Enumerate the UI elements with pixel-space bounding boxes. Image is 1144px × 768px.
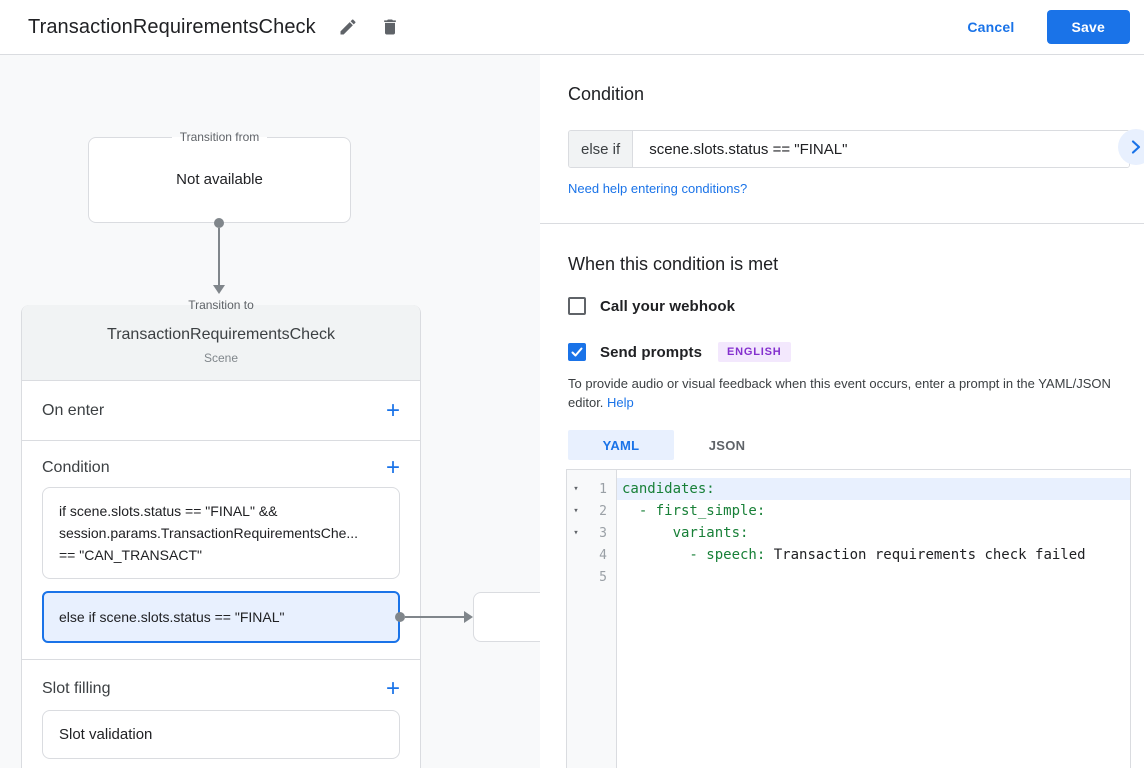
on-enter-section[interactable]: On enter +	[22, 381, 420, 441]
code-line-3: variants:	[617, 522, 1130, 544]
connector-line-vertical	[218, 228, 220, 285]
webhook-checkbox[interactable]	[568, 297, 586, 315]
main-layout: Transition from Not available Transition…	[0, 55, 1144, 768]
line-number: 1	[599, 481, 607, 497]
gutter-row: ▾ 3	[567, 522, 616, 544]
add-slot-icon[interactable]: +	[385, 675, 400, 702]
condition-inspector-panel: Condition else if Need help entering con…	[540, 55, 1144, 768]
title-actions	[338, 17, 400, 37]
webhook-row: Call your webhook	[568, 297, 1144, 315]
connector-dot-horizontal	[395, 612, 405, 622]
send-prompts-row: Send prompts ENGLISH	[568, 342, 1144, 362]
collapse-panel-button[interactable]	[1118, 129, 1144, 165]
condition-item-if[interactable]: if scene.slots.status == "FINAL" && sess…	[42, 487, 400, 579]
fold-arrow-icon[interactable]: ▾	[573, 484, 579, 494]
code-area[interactable]: candidates: - first_simple: variants: - …	[617, 470, 1130, 768]
gutter-row: 4	[567, 544, 616, 566]
transition-from-node: Transition from Not available	[88, 130, 351, 223]
scene-diagram-canvas: Transition from Not available Transition…	[0, 55, 540, 768]
condition-label: Condition	[42, 459, 110, 476]
condition-line: if scene.slots.status == "FINAL" &&	[59, 503, 278, 519]
slot-filling-section-head: Slot filling +	[42, 676, 400, 702]
connector-dot-vertical	[214, 218, 224, 228]
gutter-row: 5	[567, 566, 616, 588]
condition-line: session.params.TransactionRequirementsCh…	[59, 525, 359, 541]
editor-tabs: YAML JSON	[568, 430, 1144, 460]
condition-section-head: Condition +	[42, 455, 400, 481]
on-enter-label: On enter	[42, 401, 105, 419]
fold-arrow-icon[interactable]: ▾	[573, 506, 579, 516]
delete-trash-icon[interactable]	[380, 17, 400, 37]
tab-yaml[interactable]: YAML	[568, 430, 674, 460]
prompt-description: To provide audio or visual feedback when…	[568, 374, 1116, 412]
yaml-key: candidates:	[622, 481, 715, 497]
connector-arrow-right-icon	[464, 611, 473, 623]
yaml-key: variants:	[622, 525, 749, 541]
transition-from-content: Not available	[176, 170, 263, 188]
top-bar: TransactionRequirementsCheck Cancel Save	[0, 0, 1144, 55]
slot-item-validation[interactable]: Slot validation	[42, 710, 400, 759]
tab-json[interactable]: JSON	[708, 437, 746, 453]
add-on-enter-icon[interactable]: +	[385, 396, 400, 424]
code-line-5	[617, 566, 1130, 588]
language-badge: ENGLISH	[718, 342, 791, 362]
scene-type-label: Scene	[203, 351, 239, 365]
line-number: 3	[599, 525, 607, 541]
line-number: 5	[599, 569, 607, 585]
line-number: 4	[599, 547, 607, 563]
add-condition-icon[interactable]: +	[385, 454, 400, 481]
cancel-button[interactable]: Cancel	[955, 11, 1026, 43]
gutter-row: ▾ 2	[567, 500, 616, 522]
page-title: TransactionRequirementsCheck	[28, 15, 316, 38]
destination-scene-node[interactable]	[473, 592, 540, 642]
help-link[interactable]: Help	[607, 395, 634, 410]
section-divider	[540, 223, 1144, 224]
yaml-key: - first_simple:	[622, 503, 766, 519]
webhook-label: Call your webhook	[600, 297, 736, 315]
slot-filling-section: Slot filling + Slot validation Transacti…	[22, 660, 420, 768]
condition-item-elseif-selected[interactable]: else if scene.slots.status == "FINAL"	[42, 591, 400, 643]
scene-node-card: Transition to TransactionRequirementsChe…	[21, 298, 421, 768]
line-number: 2	[599, 503, 607, 519]
condition-line: else if scene.slots.status == "FINAL"	[59, 609, 285, 625]
save-button[interactable]: Save	[1046, 10, 1130, 44]
yaml-code-editor[interactable]: ▾ 1 ▾ 2 ▾ 3 4 5	[566, 469, 1131, 768]
edit-pencil-icon[interactable]	[338, 17, 358, 37]
condition-prefix: else if	[569, 131, 634, 167]
editor-gutter: ▾ 1 ▾ 2 ▾ 3 4 5	[567, 470, 617, 768]
checkmark-icon	[571, 347, 583, 357]
fold-arrow-icon[interactable]: ▾	[573, 528, 579, 538]
transition-to-label: Transition to	[188, 298, 254, 312]
condition-help-link[interactable]: Need help entering conditions?	[568, 181, 748, 196]
scene-name: TransactionRequirementsCheck	[107, 326, 335, 343]
condition-expression-row: else if	[568, 130, 1130, 168]
gutter-row: ▾ 1	[567, 478, 616, 500]
send-prompts-checkbox[interactable]	[568, 343, 586, 361]
prompt-description-text: To provide audio or visual feedback when…	[568, 376, 1111, 410]
code-line-2: - first_simple:	[617, 500, 1130, 522]
inspector-title: Condition	[568, 84, 645, 104]
slot-filling-label: Slot filling	[42, 680, 111, 697]
scene-card-header[interactable]: TransactionRequirementsCheck Scene	[22, 305, 420, 381]
yaml-key: - speech:	[622, 547, 766, 563]
condition-line: == "CAN_TRANSACT"	[59, 547, 202, 563]
send-prompts-label: Send prompts	[600, 343, 703, 361]
yaml-value: Transaction requirements check failed	[765, 547, 1086, 563]
condition-met-heading: When this condition is met	[568, 254, 779, 274]
connector-arrow-down-icon	[213, 285, 225, 294]
connector-line-horizontal	[405, 616, 464, 618]
condition-section: Condition + if scene.slots.status == "FI…	[22, 441, 420, 660]
transition-from-label: Transition from	[179, 130, 260, 144]
condition-expression-input[interactable]	[633, 131, 1129, 167]
chevron-right-icon	[1131, 140, 1141, 154]
code-line-1: candidates:	[617, 478, 1130, 500]
code-line-4: - speech: Transaction requirements check…	[617, 544, 1130, 566]
